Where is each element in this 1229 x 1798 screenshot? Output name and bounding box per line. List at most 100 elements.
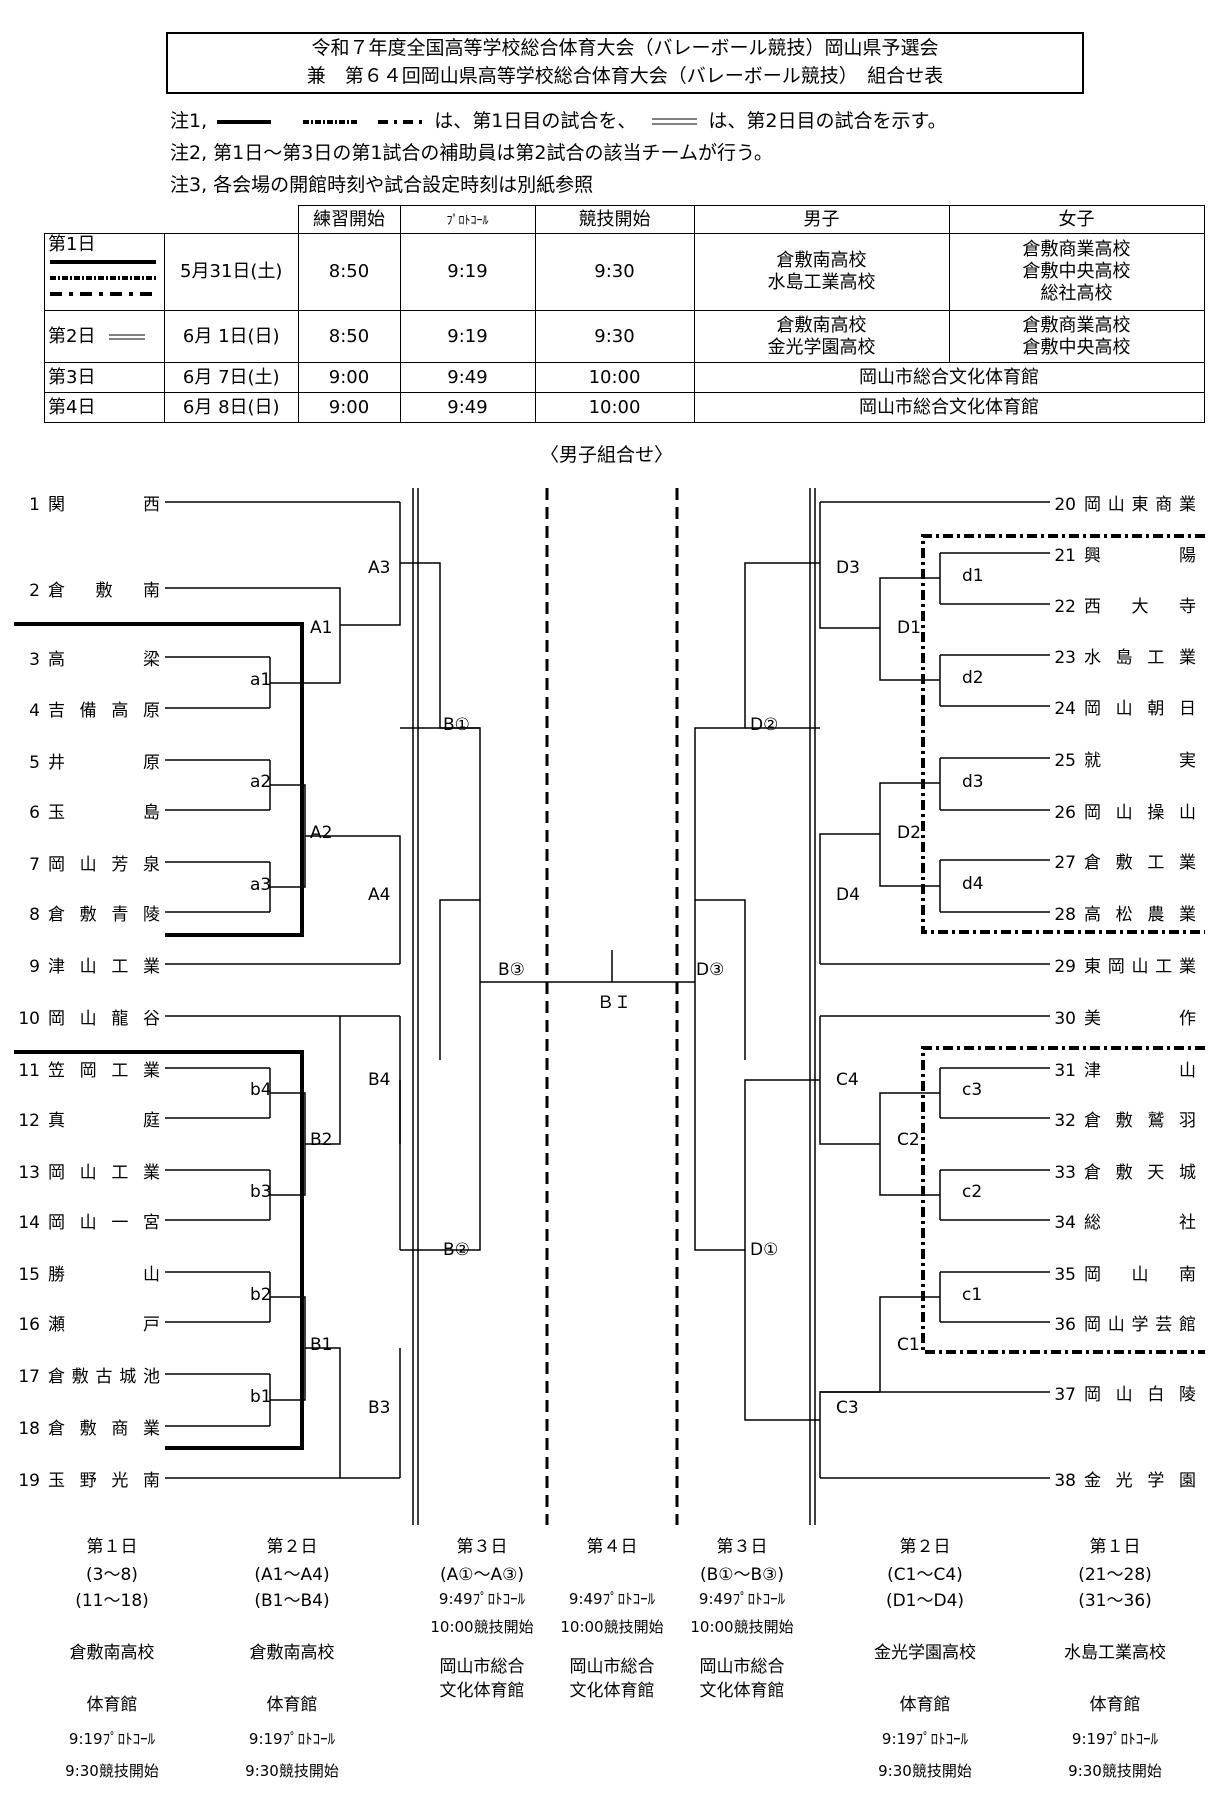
- team-number: 1: [29, 495, 40, 515]
- team-number: 11: [18, 1061, 40, 1081]
- double-line-icon: [652, 118, 698, 124]
- header-start: 競技開始: [534, 205, 695, 234]
- footer-venue2: 文化体育館: [699, 1681, 785, 1701]
- footer-time1: 9:19ﾌﾟﾛﾄｺｰﾙ: [68, 1730, 156, 1748]
- team-31: 31 津山: [1046, 1056, 1196, 1081]
- note-1: 注1, は、第1日目の試合を、 は、第2日目の試合を示す。: [170, 110, 947, 132]
- team-name: 総社: [1084, 1213, 1196, 1233]
- team-number: 17: [18, 1367, 40, 1387]
- team-number: 4: [29, 701, 40, 721]
- team-23: 23 水島工業: [1046, 643, 1196, 668]
- match-Dc2: D②: [750, 715, 779, 735]
- team-name: 岡山朝日: [1084, 699, 1196, 719]
- day4-venue: 岡山市総合文化体育館: [693, 392, 1205, 423]
- header-protocol: ﾌﾟﾛﾄｺｰﾙ: [399, 205, 536, 234]
- match-B3: B3: [368, 1398, 391, 1418]
- team-number: 12: [18, 1111, 40, 1131]
- match-b1: b1: [250, 1387, 272, 1407]
- footer-range1: (C1～C4): [887, 1565, 963, 1585]
- team-number: 10: [18, 1009, 40, 1029]
- team-number: 7: [29, 855, 40, 875]
- team-name: 津山: [1084, 1061, 1196, 1081]
- legend-lines-icon: [217, 119, 424, 124]
- day1-legend-icon: [50, 260, 156, 296]
- team-number: 5: [29, 753, 40, 773]
- team-name: 水島工業: [1084, 648, 1196, 668]
- team-name: 高梁: [48, 650, 160, 670]
- day3-start: 10:00: [534, 362, 695, 393]
- match-b4: b4: [250, 1080, 272, 1100]
- team-11: 11 笠岡工業: [14, 1056, 160, 1081]
- match-D3: D3: [836, 558, 860, 578]
- team-name: 関西: [48, 495, 160, 515]
- match-d2: d2: [962, 668, 984, 688]
- match-A2: A2: [310, 823, 333, 843]
- team-number: 33: [1054, 1163, 1076, 1183]
- footer-gym: 体育館: [1089, 1695, 1141, 1715]
- match-d3: d3: [962, 772, 984, 792]
- footer-venue1: 岡山市総合: [569, 1657, 655, 1677]
- day2-practice: 8:50: [297, 310, 401, 363]
- team-name: 岡山芳泉: [48, 855, 160, 875]
- match-b2: b2: [250, 1285, 272, 1305]
- footer-venue: 金光学園高校: [874, 1643, 976, 1663]
- team-name: 倉敷南: [48, 581, 160, 601]
- team-number: 29: [1054, 957, 1076, 977]
- day2-date: 6月 1日(日): [164, 310, 299, 363]
- footer-time1: 9:19ﾌﾟﾛﾄｺｰﾙ: [1071, 1730, 1159, 1748]
- day3-venue: 岡山市総合文化体育館: [693, 362, 1205, 393]
- footer-time2: 9:30競技開始: [878, 1762, 972, 1780]
- team-name: 倉敷鷲羽: [1084, 1111, 1196, 1131]
- team-name: 西大寺: [1084, 597, 1196, 617]
- note-3: 注3, 各会場の開館時刻や試合設定時刻は別紙参照: [170, 174, 594, 196]
- team-number: 15: [18, 1265, 40, 1285]
- team-name: 真庭: [48, 1111, 160, 1131]
- team-number: 38: [1054, 1471, 1076, 1491]
- match-c2: c2: [962, 1182, 983, 1202]
- team-7: 7 岡山芳泉: [14, 850, 160, 875]
- team-number: 14: [18, 1213, 40, 1233]
- team-number: 3: [29, 650, 40, 670]
- day1-cell: 第1日: [44, 233, 165, 311]
- team-number: 18: [18, 1419, 40, 1439]
- match-C4: C4: [836, 1070, 859, 1090]
- team-number: 27: [1054, 853, 1076, 873]
- footer-range2: (11～18): [75, 1591, 149, 1611]
- footer-venue: 水島工業高校: [1064, 1643, 1166, 1663]
- match-d4: d4: [962, 874, 984, 894]
- footer-gym: 体育館: [899, 1695, 951, 1715]
- team-name: 岡山東商業: [1084, 495, 1196, 515]
- footer-time1: 9:49ﾌﾟﾛﾄｺｰﾙ: [438, 1590, 526, 1608]
- footer-time1: 9:19ﾌﾟﾛﾄｺｰﾙ: [248, 1730, 336, 1748]
- footer-day: 第４日: [586, 1537, 638, 1557]
- team-name: 井原: [48, 753, 160, 773]
- team-number: 31: [1054, 1061, 1076, 1081]
- match-D4: D4: [836, 885, 860, 905]
- team-name: 倉敷古城池: [48, 1367, 160, 1387]
- team-name: 岡山学芸館: [1084, 1315, 1196, 1335]
- match-Bc1: B①: [443, 715, 470, 735]
- team-name: 笠岡工業: [48, 1061, 160, 1081]
- team-1: 1 関西: [14, 490, 160, 515]
- match-C2: C2: [897, 1130, 920, 1150]
- title-box: 令和７年度全国高等学校総合体育大会（バレーボール競技）岡山県予選会 兼 第６４回…: [166, 32, 1084, 94]
- team-number: 23: [1054, 648, 1076, 668]
- team-number: 34: [1054, 1213, 1076, 1233]
- team-name: 玉島: [48, 803, 160, 823]
- team-number: 25: [1054, 751, 1076, 771]
- footer-time2: 9:30競技開始: [245, 1762, 339, 1780]
